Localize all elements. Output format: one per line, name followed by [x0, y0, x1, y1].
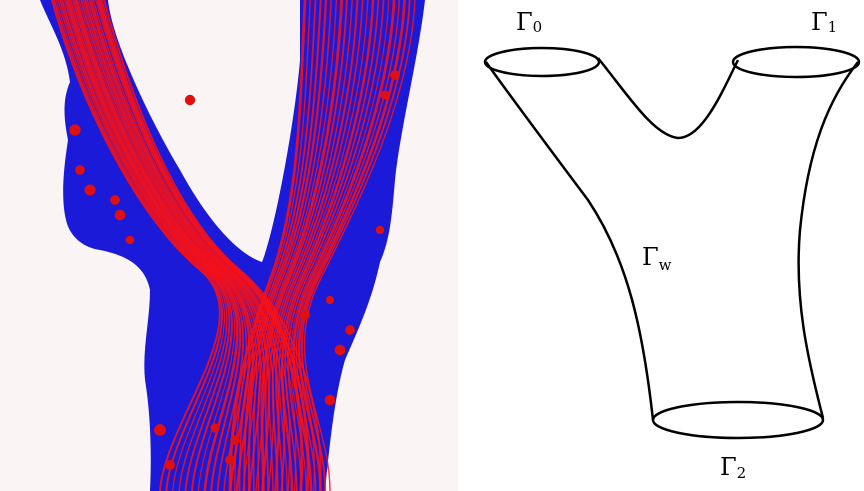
label-gamma-0: Γ0 — [516, 8, 542, 36]
inlet-gamma-0-ellipse — [485, 48, 599, 76]
particle — [210, 423, 219, 432]
label-gamma-1: Γ1 — [811, 8, 837, 36]
particle — [230, 435, 240, 445]
particle — [390, 70, 400, 80]
particle — [69, 124, 80, 135]
particle — [110, 195, 120, 205]
particle — [84, 184, 95, 195]
particle — [185, 95, 195, 105]
bifurcation-crotch — [598, 58, 738, 138]
left-outer-wall — [486, 62, 653, 420]
inlet-gamma-1-ellipse — [733, 47, 859, 77]
particle — [335, 345, 346, 356]
vessel-streamline-image — [0, 0, 458, 491]
particle — [115, 210, 126, 221]
bifurcation-schematic: Γ0 Γ1 Γw Γ2 — [458, 0, 864, 491]
particle — [75, 165, 85, 175]
label-gamma-w: Γw — [642, 243, 672, 274]
right-outer-wall — [799, 62, 858, 418]
particle — [325, 395, 336, 406]
particle — [376, 226, 384, 234]
particle — [165, 460, 175, 470]
label-gamma-2: Γ2 — [720, 453, 746, 482]
particle — [300, 310, 310, 320]
particle — [225, 455, 235, 465]
particle — [154, 424, 166, 436]
outlet-gamma-2-ellipse — [653, 402, 823, 438]
particle — [326, 296, 334, 304]
particle — [381, 91, 390, 100]
particle — [126, 236, 135, 245]
particle — [345, 325, 355, 335]
